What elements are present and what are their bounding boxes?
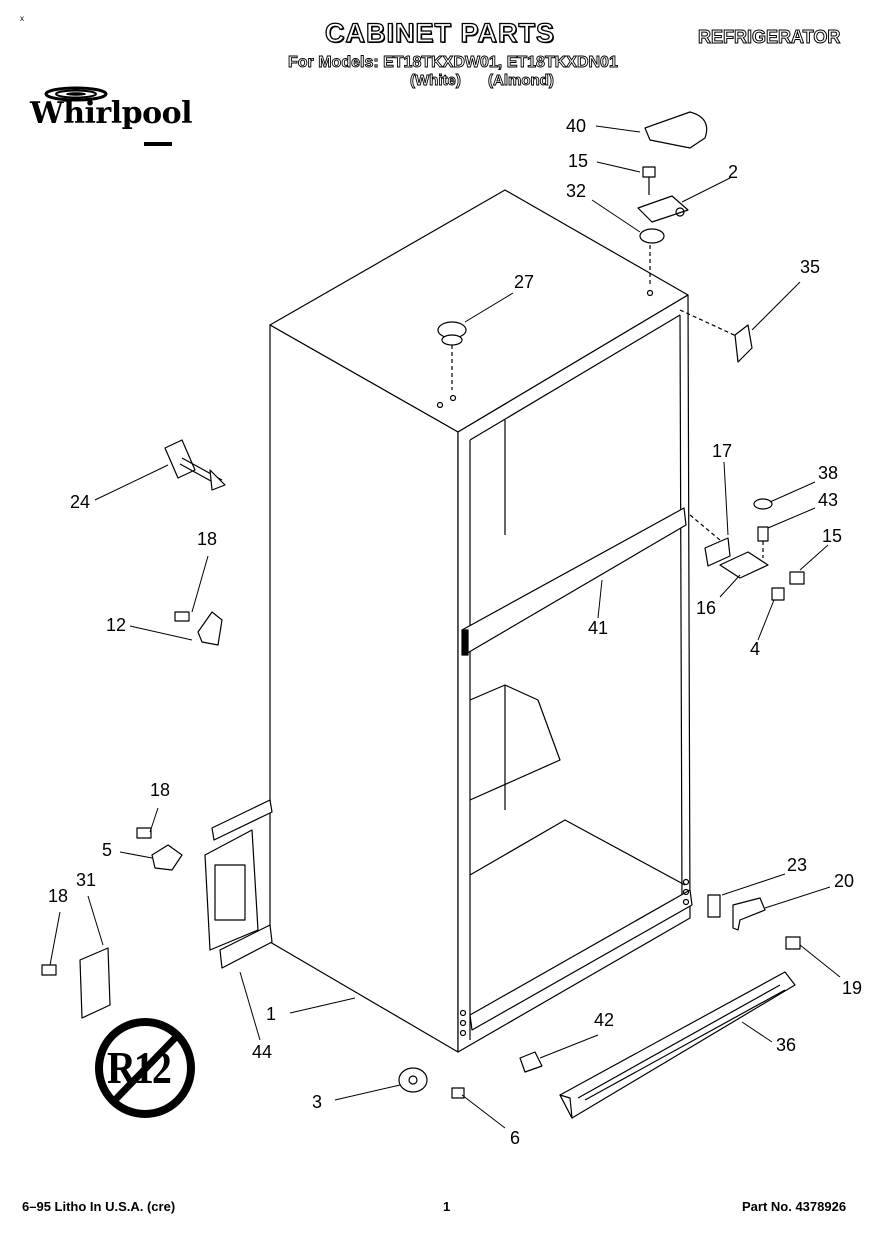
part-32-shim [639,228,665,285]
callout-16: 16 [696,598,717,618]
callout-43: 43 [818,490,839,510]
part-15-screw-top [642,166,656,195]
part-17-16-bottom-hinge [689,514,769,579]
badge-text: R12 [107,1041,172,1094]
callout-15-side: 15 [822,526,843,546]
callout-36: 36 [776,1035,797,1055]
callout-17: 17 [712,441,733,461]
footer-print-info: 6–95 Litho In U.S.A. (cre) [22,1199,176,1214]
callout-3: 3 [312,1092,323,1112]
part-2-top-hinge [637,195,689,223]
part-36-toe-grille [559,971,796,1119]
callout-23: 23 [787,855,808,875]
callout-4: 4 [750,639,761,659]
cabinet [269,189,746,1053]
callout-41: 41 [588,618,609,638]
callout-1: 1 [266,1004,277,1024]
color-almond: (Almond) [488,72,555,90]
appliance-type: REFRIGERATOR [697,27,841,48]
footer-part-number: Part No. 4378926 [742,1199,847,1214]
part-6-screw [451,1087,465,1099]
page-title: CABINET PARTS [324,17,555,48]
models-line: For Models: ET18TKXDW01, ET18TKXDN01 [288,54,619,72]
part-24-hinge-pin [164,439,226,491]
callout-5: 5 [102,840,113,860]
part-38-43-washer-pin [753,498,773,558]
corner-mark: x [20,14,24,23]
callout-2: 2 [728,162,739,182]
logo-swirl-icon [44,86,172,146]
callout-42: 42 [594,1010,615,1030]
callout-27: 27 [514,272,535,292]
callout-18-lower: 18 [48,886,69,906]
part-35-trim [734,324,753,363]
color-white: (White) [410,72,462,90]
side-brackets [204,799,273,969]
part-12-bracket [174,611,223,646]
whirlpool-logo: Whirlpool [24,84,199,158]
callout-15-top: 15 [568,151,589,171]
callout-24: 24 [70,492,91,512]
callout-44: 44 [252,1042,273,1062]
part-27-plug [437,321,467,390]
callout-38: 38 [818,463,839,483]
no-r12-badge: R12 [95,1018,195,1118]
prohibited-icon [95,1018,195,1118]
part-23-20-19-leveler [707,894,801,950]
callout-19: 19 [842,978,863,998]
part-5-clamp [136,827,183,871]
callout-35: 35 [800,257,821,277]
callout-40: 40 [566,116,587,136]
callout-31: 31 [76,870,97,890]
part-31-cover [41,947,111,1019]
leader-lines [49,125,841,1129]
callout-20: 20 [834,871,855,891]
callout-12: 12 [106,615,127,635]
logo-text: Whirlpool [30,96,193,131]
part-3-roller [398,1067,428,1093]
callout-6: 6 [510,1128,521,1148]
part-42-clip [519,1051,543,1073]
footer-page-number: 1 [443,1199,451,1214]
callout-18-upper: 18 [197,529,218,549]
callout-18-mid: 18 [150,780,171,800]
callout-32: 32 [566,181,587,201]
part-15-4-screws [771,571,805,601]
part-40-hinge-cover [644,111,708,149]
